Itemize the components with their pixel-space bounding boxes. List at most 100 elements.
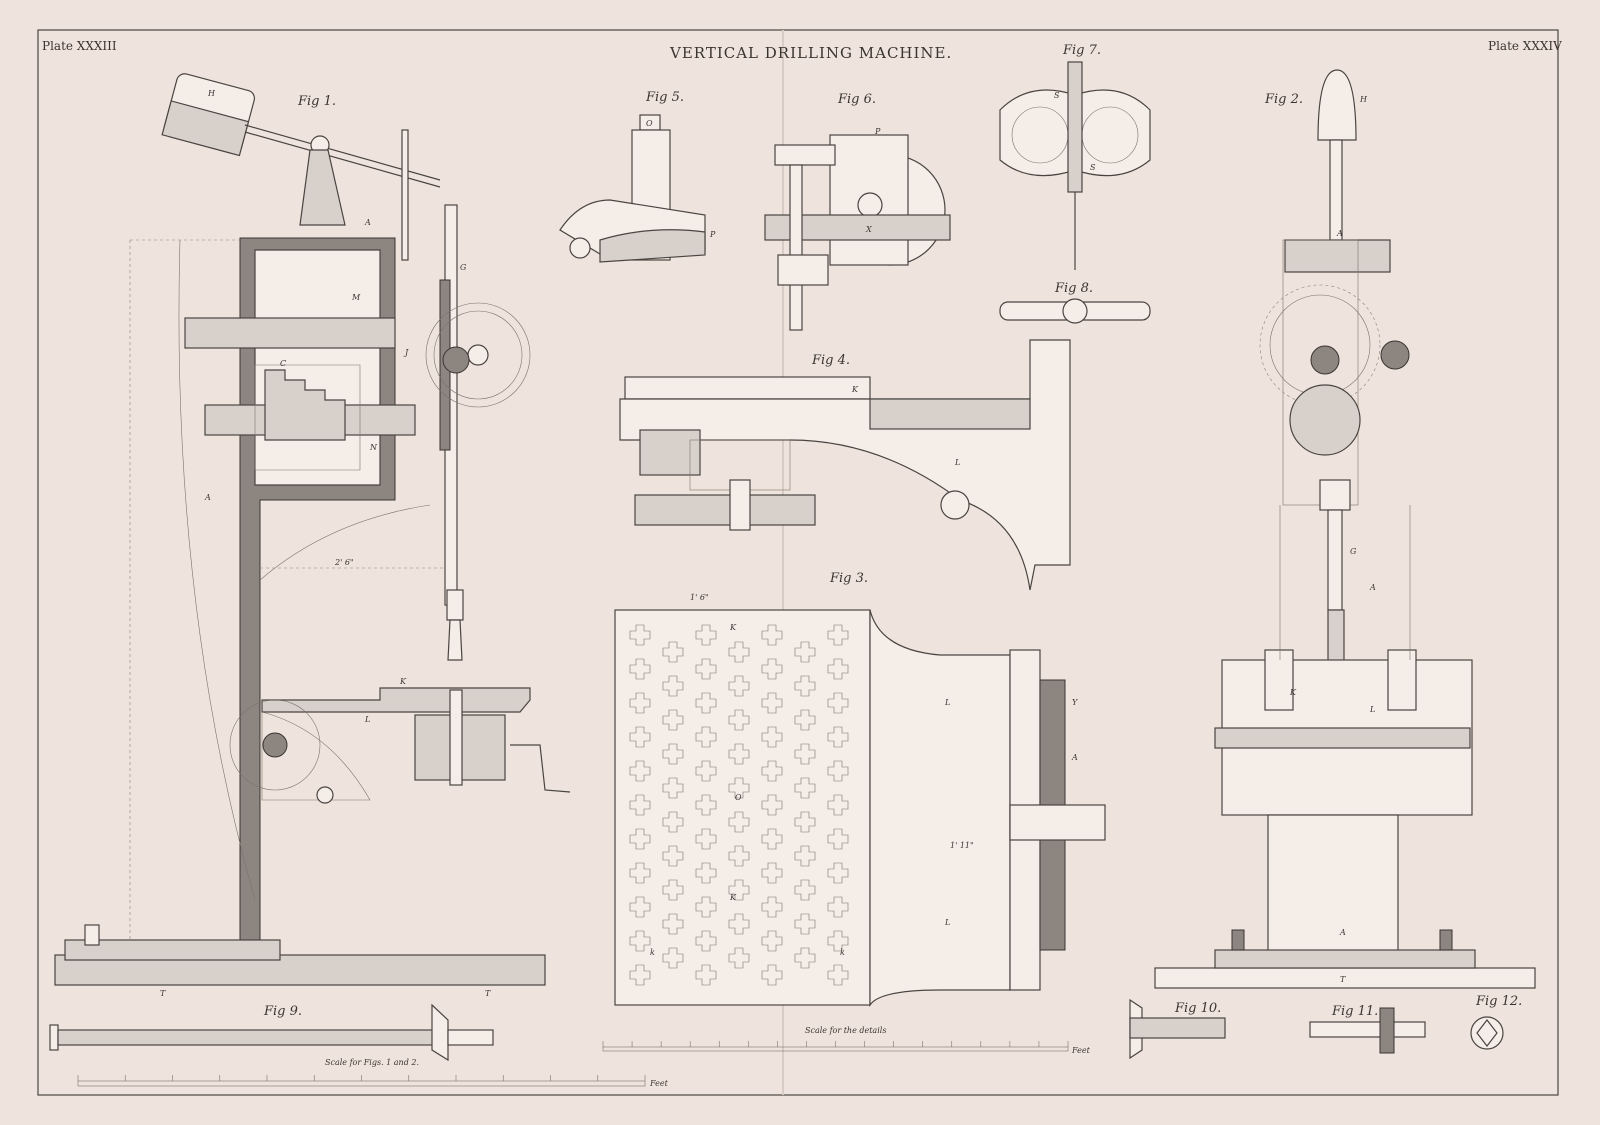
letter-label: T <box>1340 975 1346 984</box>
table-slot <box>761 828 783 850</box>
letter-label: A <box>1071 753 1078 762</box>
figure-9-screw: Fig 9. <box>49 1003 494 1062</box>
table-slot <box>794 845 816 867</box>
fig7-label: Fig 7. <box>1062 43 1101 58</box>
table-slot <box>827 760 849 782</box>
table-slot <box>827 964 849 986</box>
figure-7: Fig 7. S S <box>999 43 1151 270</box>
figure-8: Fig 8. <box>999 281 1151 324</box>
table-slot <box>761 794 783 816</box>
dimension-label: 2' 6" <box>334 558 354 567</box>
table-slot <box>662 709 684 731</box>
table-slot <box>695 794 717 816</box>
letter-label: L <box>364 715 370 724</box>
fig10-label: Fig 10. <box>1174 1001 1221 1016</box>
letter-label: T <box>160 989 166 998</box>
table-slot <box>761 760 783 782</box>
table-slot <box>662 913 684 935</box>
fig1-label: Fig 1. <box>297 94 336 109</box>
table-slot <box>794 947 816 969</box>
letter-label: K <box>729 893 737 902</box>
letter-label: K <box>399 677 407 686</box>
table-slot <box>728 947 750 969</box>
letter-label: O <box>646 119 653 128</box>
table-slot <box>695 964 717 986</box>
plate-right-label: Plate XXXIV <box>1488 39 1562 53</box>
table-slot <box>629 658 651 680</box>
table-slot <box>662 641 684 663</box>
letter-label: L <box>944 698 950 707</box>
table-slot <box>827 624 849 646</box>
table-slot <box>794 777 816 799</box>
table-slot <box>662 811 684 833</box>
plate-title: VERTICAL DRILLING MACHINE. <box>669 44 952 62</box>
letter-label: K <box>729 623 737 632</box>
letter-label: M <box>351 293 361 302</box>
table-slot <box>794 743 816 765</box>
fig12-label: Fig 12. <box>1475 994 1522 1009</box>
letter-label: N <box>369 443 378 452</box>
scale-caption: Scale for Figs. 1 and 2. <box>325 1058 419 1067</box>
table-slot <box>794 709 816 731</box>
table-slot <box>761 930 783 952</box>
table-slot <box>629 896 651 918</box>
table-slot <box>695 930 717 952</box>
table-slot <box>728 709 750 731</box>
letter-label: L <box>1369 705 1375 714</box>
letter-label: S <box>1054 91 1060 100</box>
letter-label: H <box>1359 95 1368 104</box>
table-slot <box>629 794 651 816</box>
figure-5: Fig 5. O P <box>559 90 716 263</box>
table-slot <box>728 811 750 833</box>
table-slot <box>794 811 816 833</box>
letter-label: P <box>709 230 716 239</box>
table-slot <box>662 879 684 901</box>
table-slot <box>728 845 750 867</box>
table-slot <box>662 777 684 799</box>
fig2-label: Fig 2. <box>1264 92 1303 107</box>
letter-label: L <box>944 918 950 927</box>
table-slot <box>728 879 750 901</box>
table-slot <box>695 624 717 646</box>
letter-label: A <box>204 493 211 502</box>
figure-1-side-elevation: Fig 1. H 2' 6" <box>54 73 571 998</box>
plate-left-label: Plate XXXIII <box>42 39 117 53</box>
table-slot <box>761 964 783 986</box>
table-slot <box>728 641 750 663</box>
fig3-label: Fig 3. <box>829 571 868 586</box>
table-slot <box>629 862 651 884</box>
fig11-label: Fig 11. <box>1331 1004 1378 1019</box>
table-slot <box>728 675 750 697</box>
table-slot <box>761 624 783 646</box>
fig9-label: Fig 9. <box>263 1004 302 1019</box>
letter-label: X <box>865 225 872 234</box>
letter-label: A <box>1336 229 1343 238</box>
dimension-label: 1' 6" <box>690 593 709 602</box>
table-slot <box>827 794 849 816</box>
table-slot <box>761 862 783 884</box>
table-slot <box>662 947 684 969</box>
plate-border <box>37 29 1559 1096</box>
table-slot <box>794 879 816 901</box>
letter-label: K <box>851 385 859 394</box>
figure-10: Fig 10. <box>1129 998 1226 1060</box>
table-slot <box>662 743 684 765</box>
table-slot <box>662 675 684 697</box>
table-slot <box>629 726 651 748</box>
scale-unit: Feet <box>1071 1046 1091 1055</box>
table-slot <box>827 930 849 952</box>
table-slot <box>794 675 816 697</box>
table-slot <box>761 692 783 714</box>
table-slot <box>827 896 849 918</box>
table-slot <box>695 896 717 918</box>
letter-label: T <box>485 989 491 998</box>
table-slot <box>794 913 816 935</box>
letter-label: Y <box>1072 698 1078 707</box>
table-slot <box>695 760 717 782</box>
table-slot <box>695 692 717 714</box>
figure-2-front-elevation: Fig 2. H A A G L A T K <box>1154 69 1536 989</box>
figure-3-table-plan: Fig 3. 1' 6" L L 1' 11" O K K Y A k k <box>614 571 1106 1007</box>
table-slot <box>761 658 783 680</box>
table-slot <box>728 777 750 799</box>
letter-label: G <box>460 263 467 272</box>
